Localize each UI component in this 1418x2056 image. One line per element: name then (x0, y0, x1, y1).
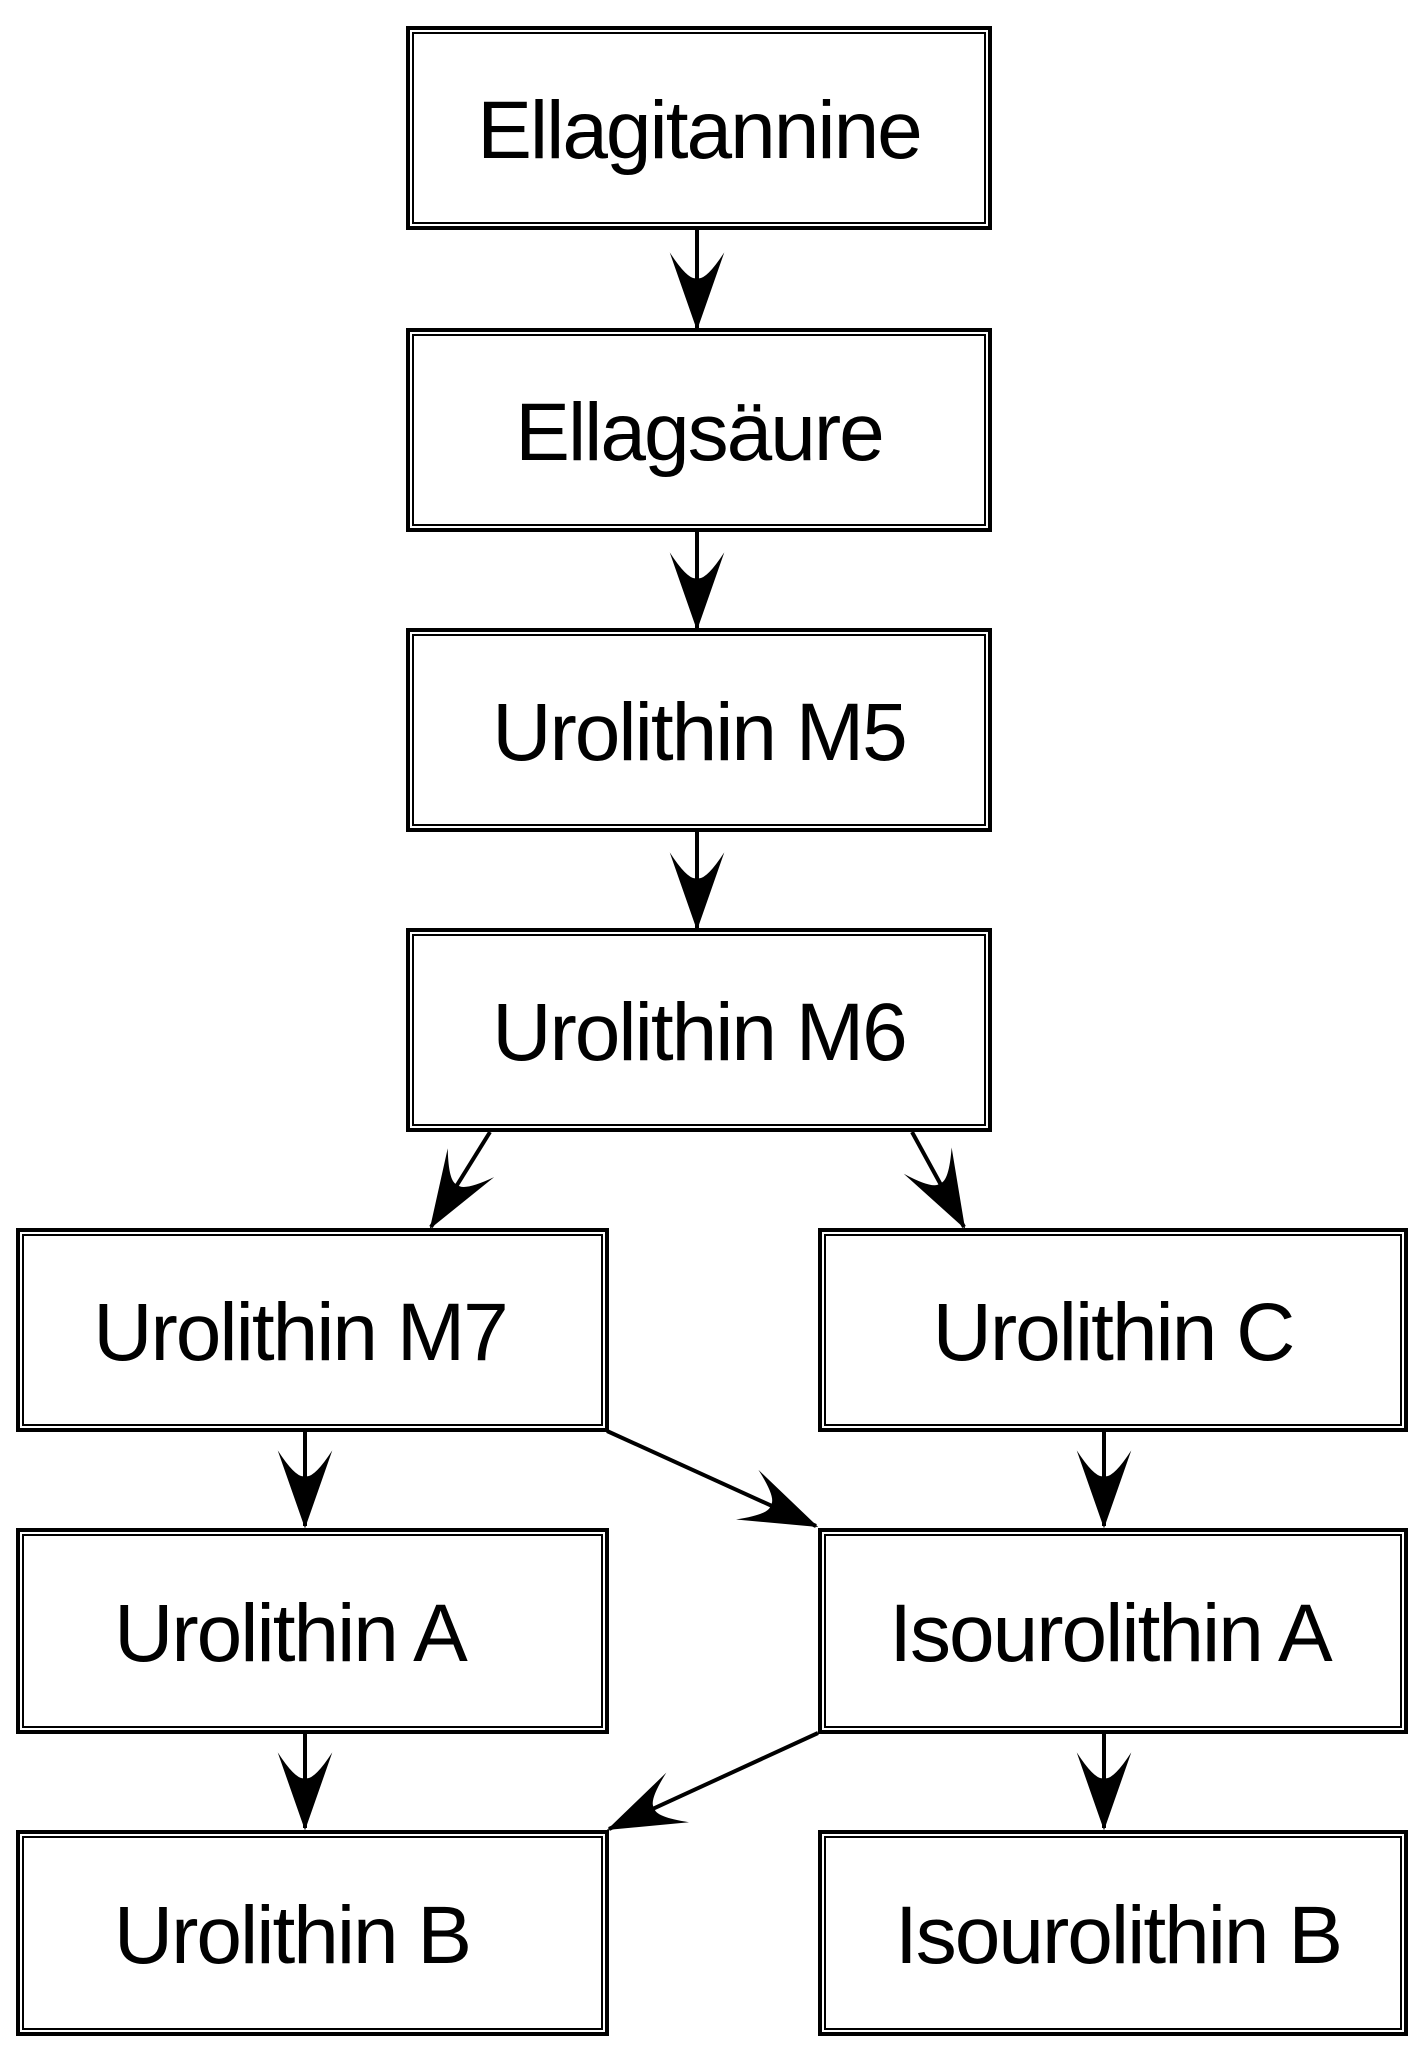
node-box (16, 1228, 609, 1432)
node-label: Urolithin M6 (492, 987, 905, 1078)
arrow-urolithin-m7-to-isourolithin-a (606, 1429, 819, 1528)
node-urolithin-m5: Urolithin M5 (406, 628, 992, 832)
node-box-inner (412, 634, 986, 826)
node-box (406, 628, 992, 832)
node-box (818, 1830, 1408, 2036)
node-box (16, 1528, 609, 1734)
node-label: Urolithin A (114, 1588, 468, 1679)
node-box-inner (412, 934, 986, 1126)
arrow-urolithin-m6-to-urolithin-m7 (429, 1130, 495, 1229)
node-box-inner (22, 1836, 603, 2030)
node-label: Ellagsäure (515, 387, 882, 478)
node-box (406, 26, 992, 230)
arrow-urolithin-m6-to-urolithin-c (903, 1131, 966, 1230)
node-box (406, 328, 992, 532)
node-label: Urolithin M5 (492, 687, 905, 778)
node-urolithin-b: Urolithin B (16, 1830, 609, 2036)
node-box-inner (824, 1836, 1402, 2030)
node-label: Urolithin B (114, 1890, 470, 1981)
node-urolithin-m6: Urolithin M6 (406, 928, 992, 1132)
node-isourolithin-a: Isourolithin A (818, 1528, 1408, 1734)
node-box-inner (22, 1234, 603, 1426)
node-isourolithin-b: Isourolithin B (818, 1830, 1408, 2036)
node-label: Isourolithin A (889, 1588, 1333, 1679)
node-ellagitannine: Ellagitannine (406, 26, 992, 230)
node-box-inner (824, 1534, 1402, 1728)
node-urolithin-c: Urolithin C (818, 1228, 1408, 1432)
node-label: Urolithin C (933, 1287, 1294, 1378)
node-ellagsaeure: Ellagsäure (406, 328, 992, 532)
node-box-inner (412, 334, 986, 526)
node-label: Urolithin M7 (93, 1287, 506, 1378)
node-box-inner (412, 32, 986, 224)
node-label: Isourolithin B (895, 1890, 1341, 1981)
arrow-isourolithin-a-to-urolithin-b (606, 1731, 819, 1831)
node-box (16, 1830, 609, 2036)
node-box (406, 928, 992, 1132)
node-label: Ellagitannine (477, 85, 921, 176)
node-box-inner (22, 1534, 603, 1728)
node-urolithin-a: Urolithin A (16, 1528, 609, 1734)
node-box (818, 1228, 1408, 1432)
node-urolithin-m7: Urolithin M7 (16, 1228, 609, 1432)
node-box (818, 1528, 1408, 1734)
node-box-inner (824, 1234, 1402, 1426)
